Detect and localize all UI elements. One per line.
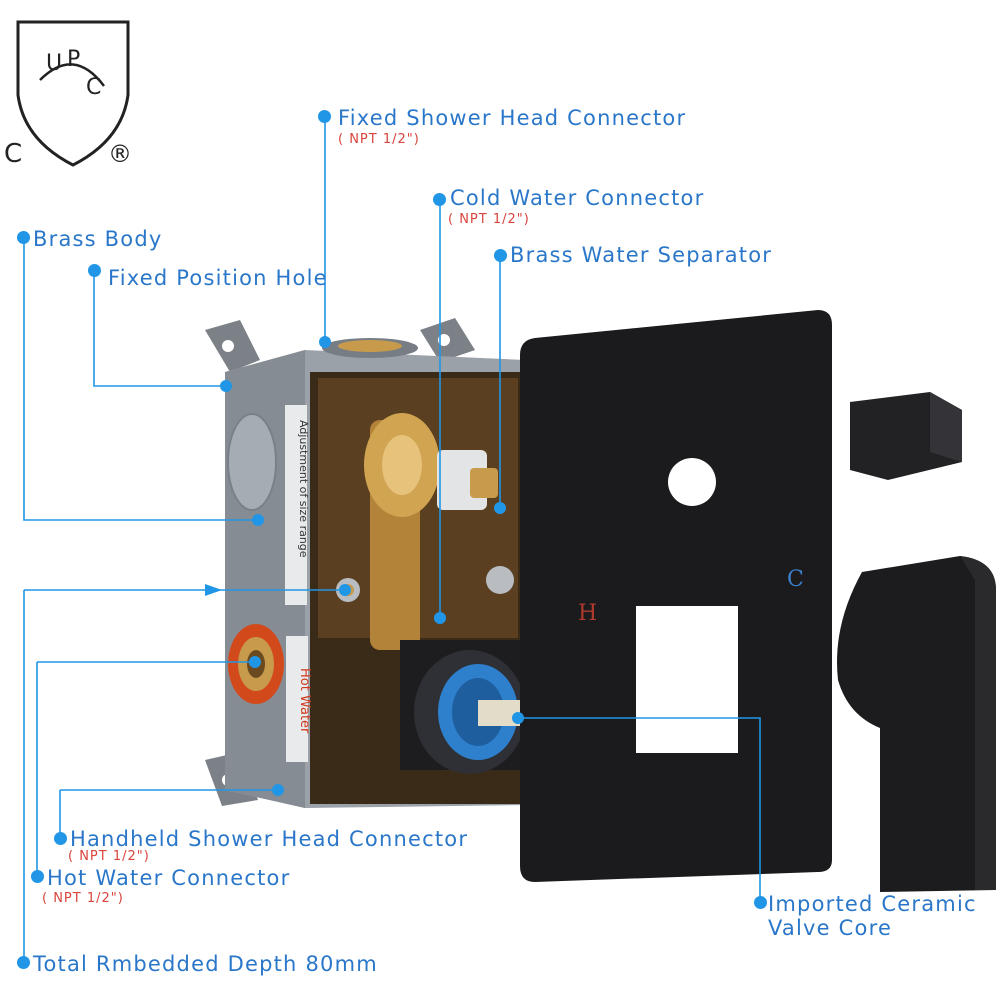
- fixed-shower-head-spec: ( NPT 1/2"): [338, 132, 420, 147]
- brass-valve-body: [336, 413, 514, 650]
- callout-dot-ceramic-core: [754, 896, 767, 909]
- brass-body-label: Brass Body: [33, 227, 163, 251]
- leader-lines: [23, 116, 761, 962]
- upc-c-letter: C: [4, 139, 22, 169]
- size-range-note: Adjustment of size range: [297, 420, 310, 558]
- callout-dot-fixed-position-hole: [88, 264, 101, 277]
- ceramic-cartridge: [400, 640, 526, 774]
- cold-water-spec: ( NPT 1/2"): [448, 212, 530, 227]
- callout-dot-handheld-shower-head: [54, 832, 67, 845]
- callout-dot-brass-body: [17, 231, 30, 244]
- callout-dot-brass-separator: [494, 249, 507, 262]
- hot-mark: H: [578, 601, 597, 626]
- upc-letter-c: C: [86, 75, 101, 100]
- cold-water-label: Cold Water Connector: [450, 186, 705, 210]
- ceramic-core-label-line1: Imported Ceramic: [768, 892, 977, 916]
- callout-dot-hot-water: [31, 870, 44, 883]
- lever-handle: [837, 556, 996, 892]
- handheld-shower-head-label: Handheld Shower Head Connector: [70, 827, 469, 851]
- cold-mark: C: [787, 567, 804, 592]
- ceramic-core-label-line2: Valve Core: [768, 916, 893, 940]
- hot-water-label: Hot Water Connector: [47, 866, 291, 890]
- fixed-shower-head-label: Fixed Shower Head Connector: [338, 106, 687, 130]
- fixed-position-hole-label: Fixed Position Hole: [108, 266, 328, 290]
- hot-water-note: Hot Water: [297, 668, 312, 734]
- registered-mark: ®: [108, 140, 132, 168]
- leader-dots: [205, 336, 524, 796]
- brass-separator-label: Brass Water Separator: [510, 243, 773, 267]
- diverter-knob: [850, 392, 962, 480]
- callout-dot-cold-water: [433, 193, 446, 206]
- trim-plate: H C: [520, 310, 832, 882]
- handheld-shower-head-spec: ( NPT 1/2"): [68, 849, 150, 864]
- upc-certification-logo: U P C C ®: [0, 0, 140, 184]
- callout-dot-fixed-shower-head: [318, 110, 331, 123]
- hot-water-spec: ( NPT 1/2"): [42, 891, 124, 906]
- callout-dot-embedded-depth: [17, 956, 30, 969]
- embedded-depth-label: Total Rmbedded Depth 80mm: [33, 952, 378, 976]
- upc-letter-u: U: [46, 51, 62, 76]
